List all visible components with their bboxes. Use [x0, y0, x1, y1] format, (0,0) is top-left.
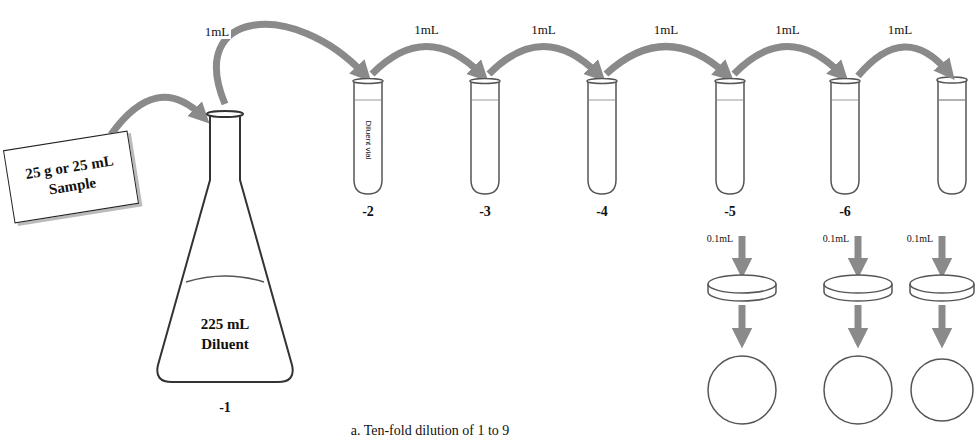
tube-outline — [580, 78, 624, 198]
tube-glass — [354, 81, 382, 194]
volume-label: 0.1mL — [905, 233, 935, 244]
liquid-level — [589, 100, 615, 101]
flask-outline — [150, 110, 300, 432]
tube-outline — [463, 78, 507, 198]
tube-glass — [716, 81, 744, 194]
transfer-arrow — [216, 24, 364, 104]
volume-label: 0.1mL — [821, 233, 851, 244]
transfer-arrow — [858, 47, 948, 76]
liquid-level — [355, 100, 381, 101]
tube-rim — [830, 79, 860, 84]
test-tube — [937, 77, 967, 194]
tube-rim — [715, 79, 745, 84]
petri-plate — [708, 275, 974, 301]
liquid-level — [186, 276, 264, 282]
vial-label: Diluent vial — [364, 120, 373, 159]
tube-glass — [831, 81, 859, 194]
tube-rim — [587, 79, 617, 84]
tube-outline — [708, 78, 752, 198]
caption: a. Ten-fold dilution of 1 to 9 — [349, 423, 512, 438]
volume-label: 1mL — [773, 23, 802, 37]
transfer-arrow — [606, 47, 726, 75]
tube-glass — [471, 81, 499, 194]
liquid-level — [832, 100, 858, 101]
liquid-level — [472, 100, 498, 101]
dilution-tube: -4 — [580, 78, 624, 228]
dilution-tube: -3 — [463, 78, 507, 228]
tube-rim — [470, 79, 500, 84]
volume-label: 0.1mL — [705, 233, 735, 244]
dilution-tube: -5 — [708, 78, 752, 228]
volume-label: 1mL — [203, 25, 232, 39]
dilution-flask: 225 mL Diluent -1 — [150, 110, 300, 432]
flask-glass — [157, 114, 292, 382]
transfer-arrow — [489, 47, 598, 75]
dilution-number: -4 — [580, 204, 624, 220]
dilution-number: -6 — [823, 204, 867, 220]
sample-box: 25 g or 25 mL Sample — [3, 131, 139, 224]
transfer-arrow — [111, 97, 202, 134]
sample-label: 25 g or 25 mL Sample — [13, 150, 129, 205]
volume-label: 1mL — [886, 23, 915, 37]
dilution-number: -1 — [150, 400, 300, 416]
dilution-tube: Diluent vial -2 — [346, 78, 390, 228]
volume-label: 1mL — [529, 23, 558, 37]
tube-rim — [353, 79, 383, 84]
transfer-arrow — [734, 47, 841, 75]
flask-label: 225 mL Diluent — [180, 315, 270, 354]
tube-glass — [588, 81, 616, 194]
liquid-level — [717, 100, 743, 101]
dilution-tube: -6 — [823, 78, 867, 228]
tube-outline — [823, 78, 867, 198]
flask-rim — [207, 111, 243, 117]
dilution-number: -2 — [346, 204, 390, 220]
volume-label: 1mL — [652, 23, 681, 37]
dilution-number: -5 — [708, 204, 752, 220]
transfer-arrow — [372, 47, 481, 75]
colony-plate — [708, 356, 973, 424]
volume-label: 1mL — [412, 23, 441, 37]
dilution-number: -3 — [463, 204, 507, 220]
